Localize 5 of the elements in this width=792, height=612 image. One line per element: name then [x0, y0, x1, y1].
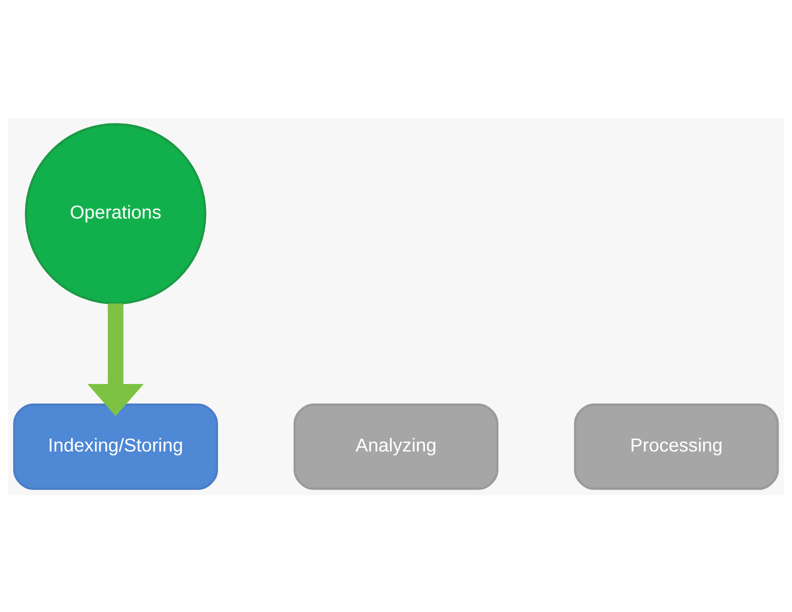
arrow: [88, 303, 144, 416]
node-circle: Operations: [24, 122, 206, 304]
node-box: Processing: [574, 402, 779, 490]
node-box: Analyzing: [294, 402, 498, 490]
node-box: Indexing/Storing: [13, 402, 218, 490]
